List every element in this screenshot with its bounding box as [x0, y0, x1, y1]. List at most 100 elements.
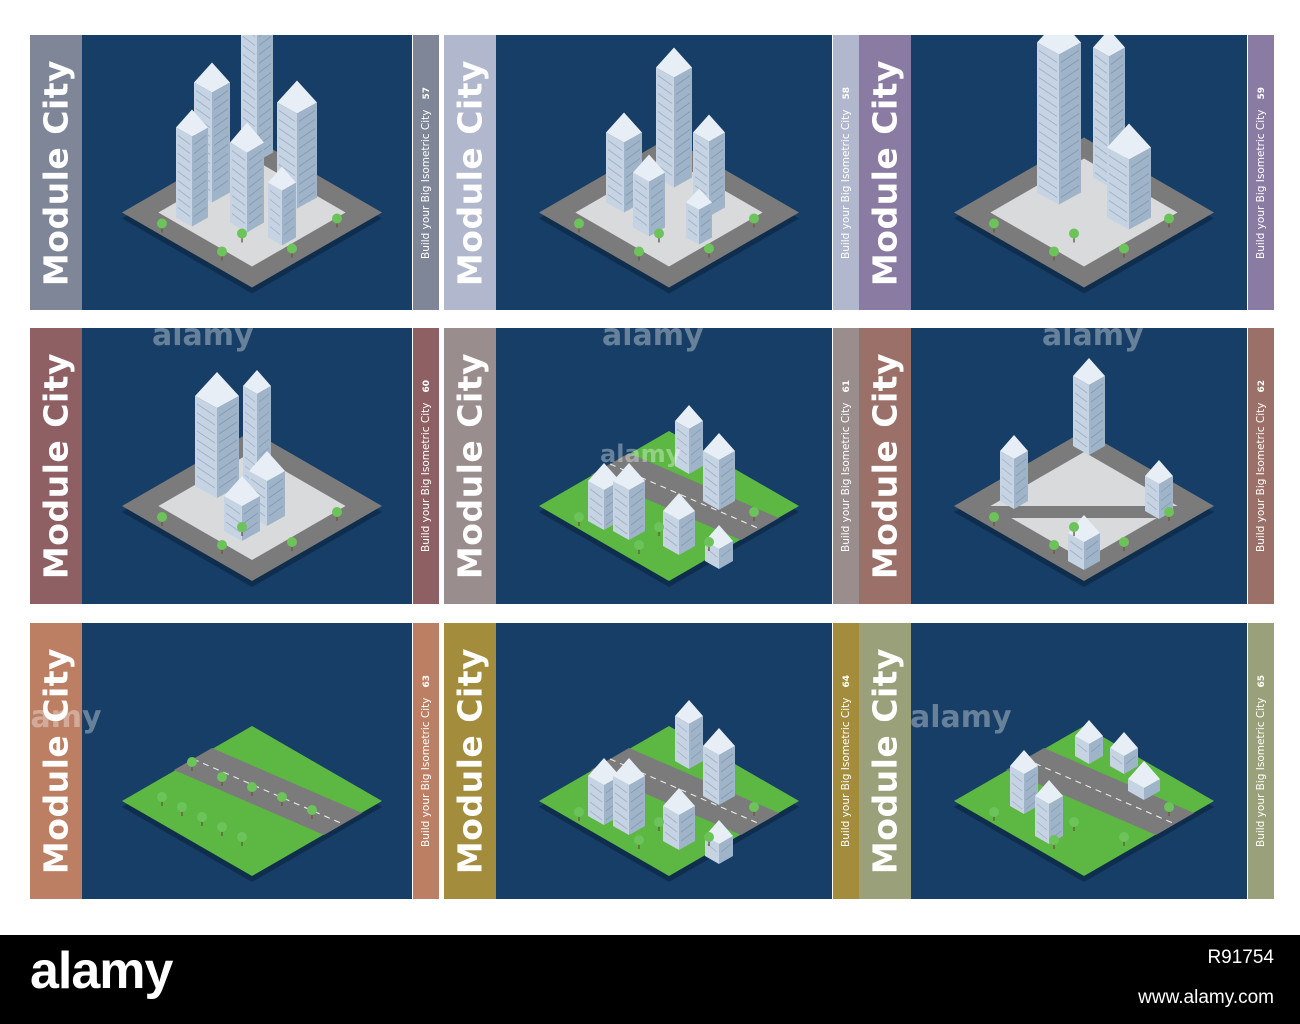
building — [613, 758, 645, 835]
card-side-label: Build your Big Isometric City59 — [1248, 35, 1274, 310]
card-number: 65 — [1257, 674, 1267, 688]
card-title: Module City — [865, 647, 905, 875]
card-side-label: Build your Big Isometric City 61 — [833, 328, 859, 604]
building — [176, 109, 208, 227]
tree — [1119, 537, 1129, 547]
card-number: 61 — [842, 379, 852, 393]
subtitle-text: Build your Big Isometric City — [420, 109, 432, 259]
city-illustration — [122, 35, 382, 294]
building — [1037, 35, 1081, 205]
card-side-label: Build your Big Isometric City60 — [413, 328, 439, 604]
tree — [332, 507, 342, 517]
building — [703, 728, 735, 805]
tree — [157, 792, 167, 802]
subtitle-text: Build your Big Isometric City — [1255, 697, 1267, 848]
card-spine: Module City — [30, 623, 82, 899]
tree — [237, 228, 247, 239]
card-side-label: Build your Big Isometric City62 — [1248, 328, 1274, 604]
building — [1107, 123, 1151, 230]
card-spine: Module City — [30, 35, 82, 310]
card-number: 62 — [1257, 379, 1267, 393]
tree — [574, 807, 584, 817]
card-spine: Module City — [444, 35, 496, 310]
isometric-scene — [122, 35, 382, 294]
card-title: Module City — [450, 59, 490, 286]
tree — [749, 507, 759, 517]
card-side-label: Build your Big Isometric City 63 — [413, 623, 439, 899]
card-title: Module City — [865, 59, 905, 286]
tree — [1069, 522, 1079, 532]
card-subtitle: Build your Big Isometric City62 — [1255, 380, 1267, 552]
city-illustration — [122, 726, 382, 882]
subtitle-text: Build your Big Isometric City — [840, 402, 852, 553]
tree — [237, 832, 247, 842]
tree — [989, 218, 999, 229]
isometric-scene — [954, 358, 1214, 587]
card-illustration — [82, 35, 412, 310]
card-number: 58 — [842, 86, 852, 100]
tree — [277, 792, 287, 802]
building — [277, 80, 317, 209]
building — [656, 47, 692, 188]
tree — [1049, 540, 1059, 550]
building — [1073, 358, 1105, 455]
tree — [197, 812, 207, 822]
tree — [634, 835, 644, 845]
building — [230, 122, 264, 233]
tree — [989, 512, 999, 522]
tree — [217, 540, 227, 550]
building — [1035, 780, 1063, 844]
card-number: 59 — [1257, 86, 1267, 100]
subtitle-text: Build your Big Isometric City — [840, 109, 852, 259]
tree — [1164, 802, 1174, 812]
tree — [1049, 246, 1059, 257]
city-illustration — [954, 720, 1214, 882]
tree — [247, 782, 257, 792]
tree — [1164, 213, 1174, 224]
building — [224, 476, 260, 541]
building — [1068, 515, 1100, 570]
city-illustration — [539, 405, 799, 587]
tree — [654, 817, 664, 827]
tree — [704, 537, 714, 547]
isometric-scene — [539, 405, 799, 587]
building — [1010, 750, 1038, 814]
card-subtitle: Build your Big Isometric City59 — [1255, 86, 1267, 258]
tree — [654, 522, 664, 532]
lane-marking — [1024, 758, 1176, 825]
subtitle-text: Build your Big Isometric City — [420, 697, 432, 848]
tree — [574, 512, 584, 522]
isometric-scene — [539, 47, 799, 294]
card-subtitle: Build your Big Isometric City60 — [420, 380, 432, 552]
card-illustration — [496, 623, 832, 899]
card-illustration — [496, 328, 832, 604]
card-illustration — [911, 35, 1247, 310]
building — [1075, 720, 1103, 764]
building — [663, 493, 695, 555]
card-number: 63 — [422, 674, 432, 688]
alamy-logo: alamy — [30, 942, 173, 1000]
card-illustration — [82, 328, 412, 604]
tree — [749, 213, 759, 224]
tree — [1119, 243, 1129, 254]
lane-marking — [192, 758, 344, 825]
tree — [187, 757, 197, 767]
tree — [1069, 817, 1079, 827]
building — [268, 166, 296, 246]
tree — [287, 243, 297, 254]
tree — [157, 512, 167, 522]
footer-bar: alamy R91754 www.alamy.com — [0, 935, 1300, 1024]
image-id: R91754 — [1207, 947, 1274, 968]
tree — [704, 243, 714, 254]
building — [675, 700, 703, 769]
isometric-scene — [122, 726, 382, 882]
card-subtitle: Build your Big Isometric City 58 — [840, 86, 852, 258]
building — [613, 463, 645, 540]
tree — [157, 218, 167, 229]
building — [1128, 761, 1160, 800]
building — [686, 188, 712, 245]
tree — [307, 805, 317, 815]
tree — [237, 522, 247, 532]
isometric-scene — [122, 370, 382, 587]
tree — [704, 832, 714, 842]
